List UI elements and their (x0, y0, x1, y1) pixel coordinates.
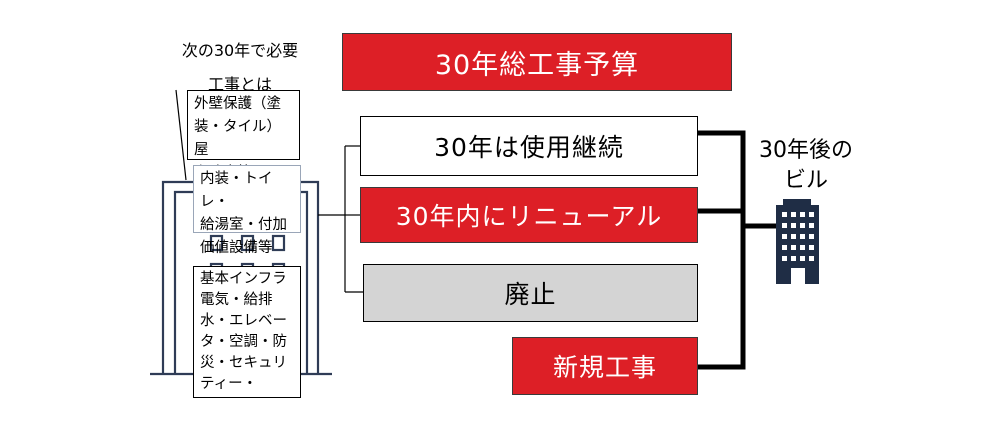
right-connector (694, 130, 778, 370)
note-interior: 内装・トイレ・ 給湯室・付加 価値設備等 (193, 165, 301, 256)
total-budget-box: 30年総工事予算 (342, 33, 732, 91)
note-exterior: 外壁保護（塗 装・タイル）屋 上防水等 (187, 90, 300, 181)
future-building-label: 30年後の ビル (759, 138, 853, 193)
note-infra: 基本インフラ 電気・給排 水・エレベー タ・空調・防 災・セキュリ ティー・ (193, 266, 301, 398)
left-caption: 次の30年で必要 工事とは (181, 41, 299, 94)
caption-pointer (175, 89, 187, 181)
abolish-box: 廃止 (363, 264, 698, 322)
continue-use-box: 30年は使用継続 (360, 116, 698, 176)
office-building-icon (776, 199, 819, 284)
left-connector (318, 145, 363, 293)
renewal-box: 30年内にリニューアル (360, 187, 698, 243)
new-construction-box: 新規工事 (512, 337, 698, 395)
